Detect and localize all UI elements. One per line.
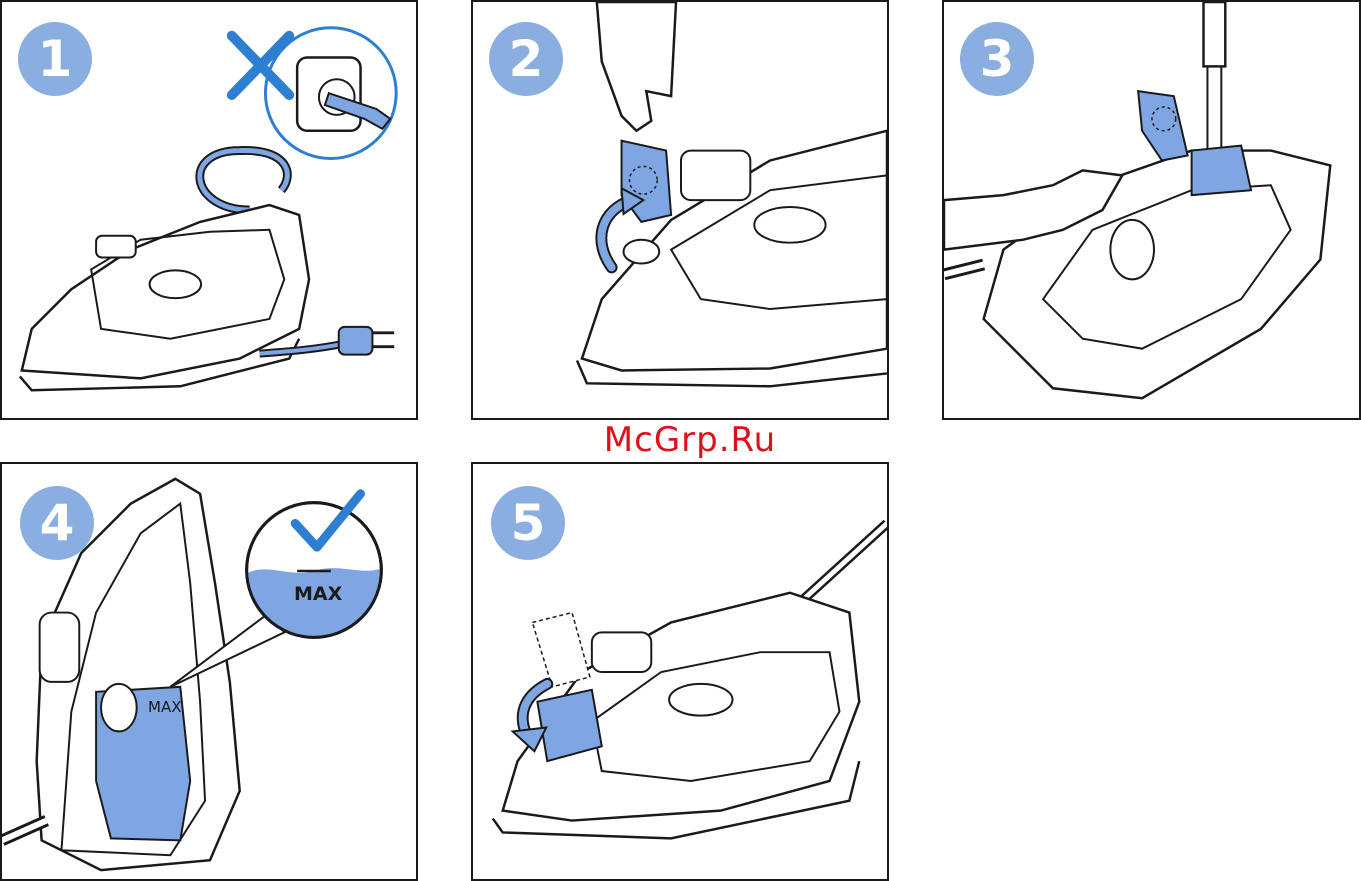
step-number-badge: 2 xyxy=(489,22,563,96)
zoom-max-label: MAX xyxy=(294,583,342,605)
step-5-panel: 5 xyxy=(471,462,889,881)
step-number-badge: 1 xyxy=(18,22,92,96)
watermark: McGrp.Ru xyxy=(540,420,840,460)
step-1-panel: 1 xyxy=(0,0,418,420)
step-4-panel: MAX MAX 4 xyxy=(0,462,418,881)
step-2-panel: 2 xyxy=(471,0,889,420)
step-number-badge: 4 xyxy=(20,486,94,560)
tank-max-label: MAX xyxy=(148,698,181,716)
step-3-panel: 3 xyxy=(942,0,1361,420)
step-number-badge: 5 xyxy=(491,486,565,560)
step-number-badge: 3 xyxy=(960,22,1034,96)
